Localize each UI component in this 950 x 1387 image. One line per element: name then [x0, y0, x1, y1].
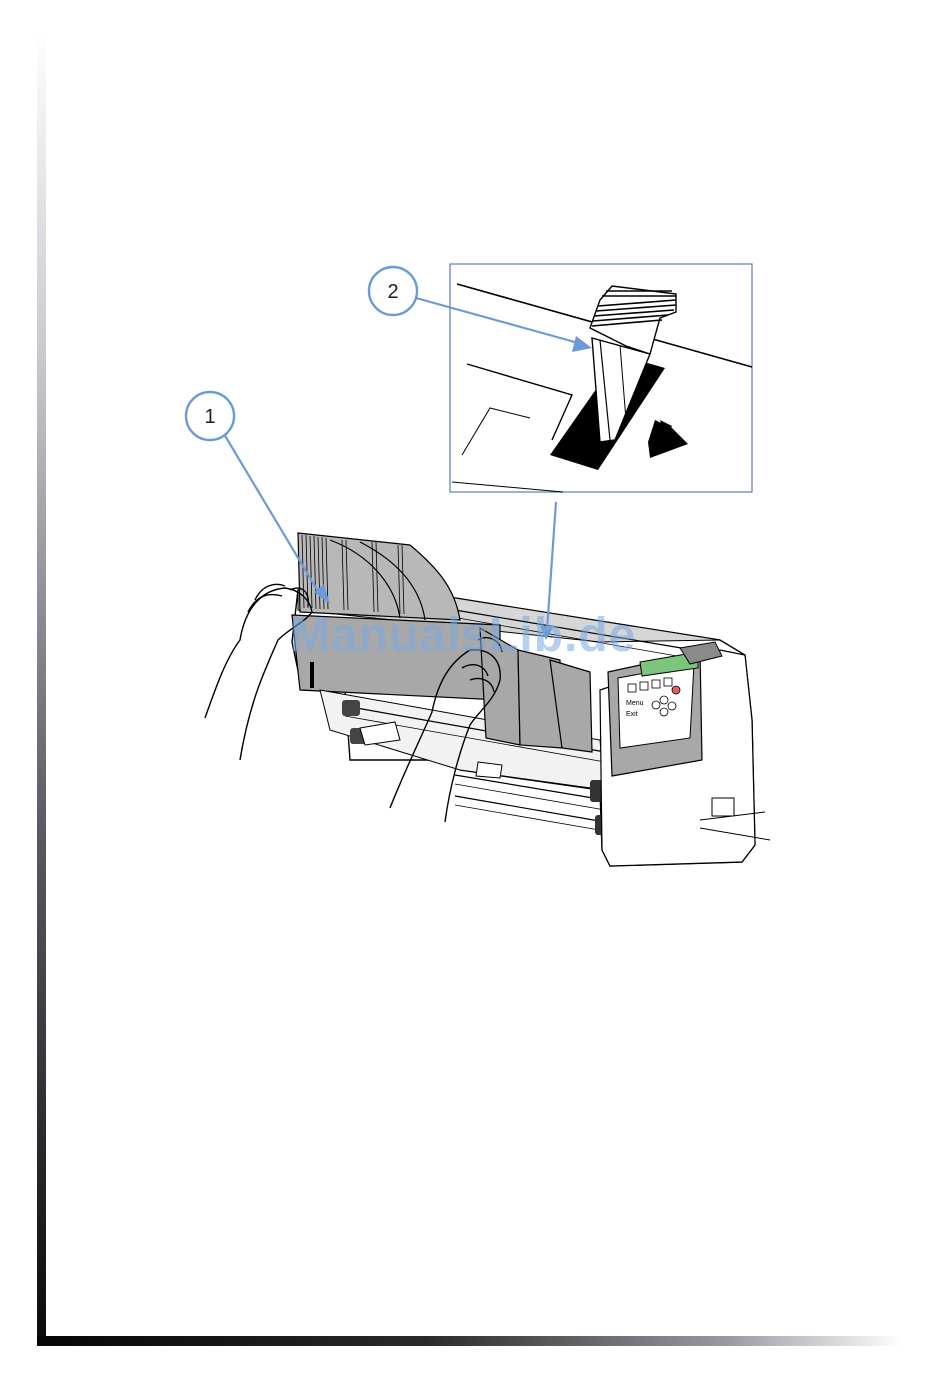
callout-2-label: 2: [387, 281, 398, 303]
panel-menu-label: Menu: [626, 700, 644, 707]
callout-1: 1: [186, 392, 234, 440]
panel-exit-label: Exit: [626, 711, 638, 718]
callout-2: 2: [369, 267, 417, 315]
callout-1-label: 1: [204, 406, 215, 428]
watermark: ManualsLib.de: [290, 608, 636, 663]
paper-guides-left: [298, 533, 460, 620]
inset-detail: [450, 264, 752, 492]
